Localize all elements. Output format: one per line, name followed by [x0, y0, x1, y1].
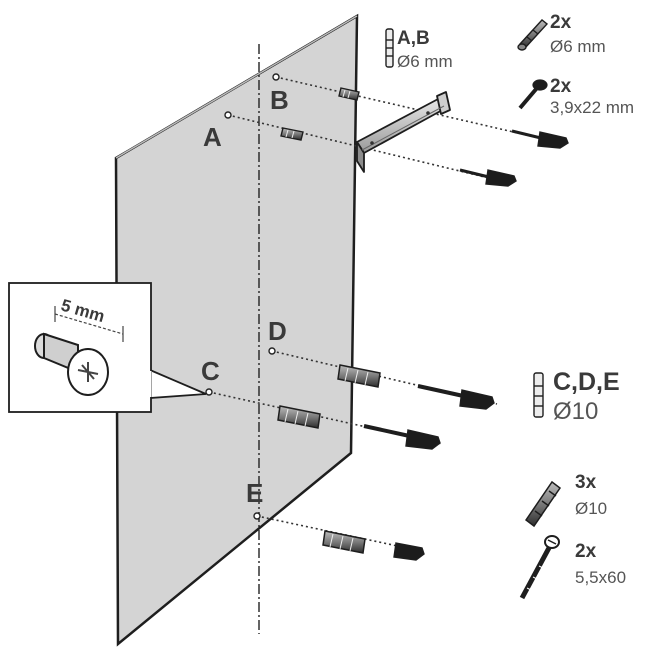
- small-plug-icon: [385, 28, 394, 68]
- ab-size-label: Ø6 mm: [397, 52, 453, 71]
- point-label-a: A: [203, 122, 222, 152]
- wall-bracket: [356, 91, 451, 173]
- large-plug-icon: [533, 372, 544, 418]
- ab-plug-qty: 2x: [550, 12, 572, 33]
- plug-pack-icon: [517, 19, 549, 51]
- bracket-screw-lower: [459, 168, 517, 187]
- long-screw-c: [363, 424, 441, 450]
- long-screw-icon: [519, 535, 560, 600]
- cde-screw-size: 5,5x60: [575, 568, 626, 587]
- long-screw-e: [393, 542, 425, 561]
- cde-screw-qty: 2x: [575, 541, 597, 562]
- plug-e: [322, 530, 366, 554]
- hole-c: [205, 388, 213, 396]
- bracket-screw-upper: [511, 129, 569, 149]
- small-screw-icon: [518, 79, 548, 110]
- ab-points-label: A,B: [397, 28, 430, 49]
- ab-screw-qty: 2x: [550, 76, 572, 97]
- plug-d: [337, 364, 381, 388]
- hole-e: [253, 512, 261, 520]
- drill-holes: [205, 73, 280, 520]
- point-label-d: D: [268, 316, 287, 346]
- plug-c: [277, 405, 321, 429]
- hole-a: [224, 111, 232, 119]
- cde-points-label: C,D,E: [553, 368, 620, 396]
- shelf-pin-icon: [34, 332, 109, 396]
- long-screw-d: [417, 384, 495, 410]
- cde-size-label: Ø10: [553, 398, 598, 425]
- ab-screw-size: 3,9x22 mm: [550, 98, 634, 117]
- installation-paths: [208, 76, 549, 552]
- wall-panel: [114, 13, 359, 647]
- hole-d: [268, 347, 276, 355]
- hole-b: [272, 73, 280, 81]
- point-label-e: E: [246, 478, 263, 508]
- plug-a: [280, 127, 304, 141]
- plug-b: [338, 87, 360, 101]
- ab-plug-size: Ø6 mm: [550, 37, 606, 56]
- cde-plug-size: Ø10: [575, 499, 607, 518]
- point-label-c: C: [201, 356, 220, 386]
- point-label-b: B: [270, 85, 289, 115]
- cde-plug-qty: 3x: [575, 472, 597, 493]
- large-plug-pack-icon: [524, 480, 562, 528]
- detail-inset: 5 mm: [8, 282, 207, 413]
